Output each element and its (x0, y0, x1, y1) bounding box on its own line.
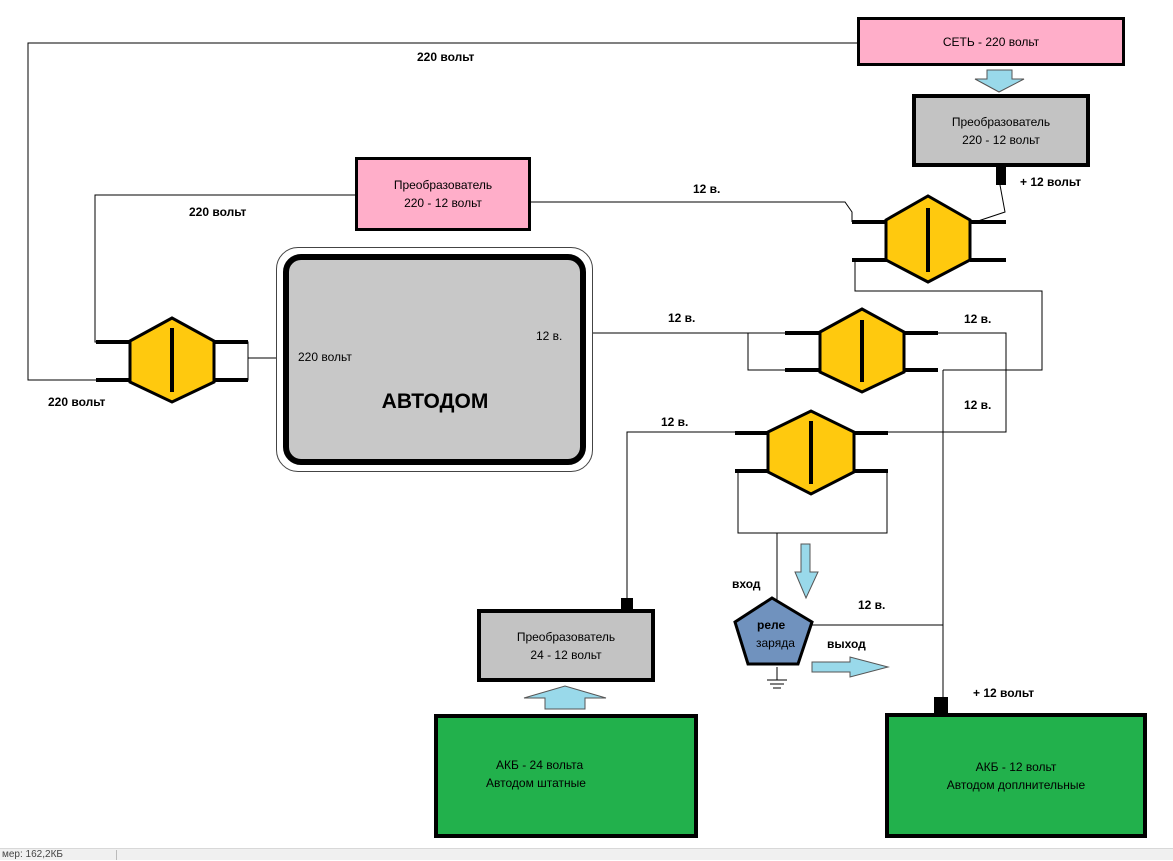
battery-extra-subtitle: Автодом доплнительные (946, 777, 1086, 792)
wire-left-switch-loop (216, 341, 249, 381)
relay-label-2: заряда (756, 636, 795, 650)
label-12-lower: 12 в. (661, 415, 689, 429)
autodom-frame (276, 247, 593, 472)
converter-top-right[interactable]: Преобразователь 220 - 12 вольт (912, 94, 1090, 167)
converter-bottom-title: Преобразователь (516, 629, 616, 644)
converter-bottom[interactable]: Преобразователь 24 - 12 вольт (477, 609, 655, 682)
label-12-top: 12 в. (693, 182, 721, 196)
terminal-conv-top (996, 167, 1006, 185)
autodom-input-label: 220 вольт (298, 350, 352, 364)
flow-arrow-icon-grid (974, 69, 1025, 93)
label-12-mid: 12 в. (668, 311, 696, 325)
label-12-right-b: 12 в. (964, 398, 992, 412)
autodom-box[interactable] (283, 254, 586, 465)
converter-left-spec: 220 - 12 вольт (404, 196, 482, 210)
wire-mid-to-lower (888, 332, 1007, 433)
switch-terminals (96, 220, 1006, 473)
label-input: вход (732, 577, 761, 591)
wire-grid-220 (27, 42, 857, 381)
charge-relay[interactable] (733, 596, 814, 666)
wire-mid-loop (747, 332, 785, 371)
wires (27, 42, 1043, 710)
status-bar: мер: 162,2КБ (0, 848, 1173, 860)
label-plus12-top: + 12 вольт (1020, 175, 1082, 189)
wire-lower-to-conv (626, 431, 735, 600)
label-220-top: 220 вольт (417, 50, 475, 64)
terminal-conv-bottom (621, 598, 633, 610)
autodom-output-label: 12 в. (536, 329, 563, 343)
switch-lower[interactable] (766, 409, 856, 496)
converter-left-title: Преобразователь (393, 178, 493, 192)
label-12-right-a: 12 в. (964, 312, 992, 326)
battery-main[interactable]: АКБ - 24 вольта Автодом штатные (434, 714, 698, 838)
switch-left[interactable] (128, 316, 216, 404)
flow-arrows (523, 69, 1025, 710)
label-220-left: 220 вольт (189, 205, 247, 219)
label-12-relay: 12 в. (858, 598, 886, 612)
wire-conv-top-out (974, 184, 1006, 223)
wire-lower-loop (737, 472, 888, 534)
label-220-bottom-left: 220 вольт (48, 395, 106, 409)
battery-extra-title: АКБ - 12 вольт (975, 759, 1057, 774)
terminal-battery-extra (934, 697, 948, 715)
status-separator (116, 850, 117, 860)
converter-bottom-spec: 24 - 12 вольт (530, 647, 602, 662)
grid-box[interactable]: СЕТЬ - 220 вольт (857, 17, 1125, 66)
converter-top-right-title: Преобразователь (951, 114, 1051, 129)
label-plus12-bottom: + 12 вольт (973, 686, 1035, 700)
battery-main-title: АКБ - 24 вольта (496, 758, 584, 772)
converter-top-right-spec: 220 - 12 вольт (962, 132, 1040, 147)
wire-top-to-mid (854, 260, 1043, 371)
wire-12v-top (530, 201, 853, 222)
flow-arrow-icon-relay-in (794, 543, 819, 600)
switch-top-right[interactable] (884, 194, 972, 284)
switch-middle[interactable] (818, 307, 906, 394)
ground-icon (767, 679, 787, 689)
grid-label: СЕТЬ - 220 вольт (942, 34, 1040, 49)
relay-label-1: реле (757, 618, 786, 632)
battery-main-subtitle: Автодом штатные (486, 776, 586, 790)
pentagon-relay-icon (733, 596, 814, 666)
battery-extra[interactable]: АКБ - 12 вольт Автодом доплнительные (885, 713, 1147, 838)
flow-arrow-icon-battery-up (523, 685, 607, 710)
flow-arrow-icon-relay-out (811, 656, 890, 678)
converter-left[interactable]: Преобразователь 220 - 12 вольт (355, 157, 531, 231)
autodom-title: АВТОДОМ (381, 390, 489, 413)
status-size: мер: 162,2КБ (2, 849, 63, 860)
wire-conv-left-220 (94, 194, 356, 343)
label-output: выход (827, 637, 866, 651)
